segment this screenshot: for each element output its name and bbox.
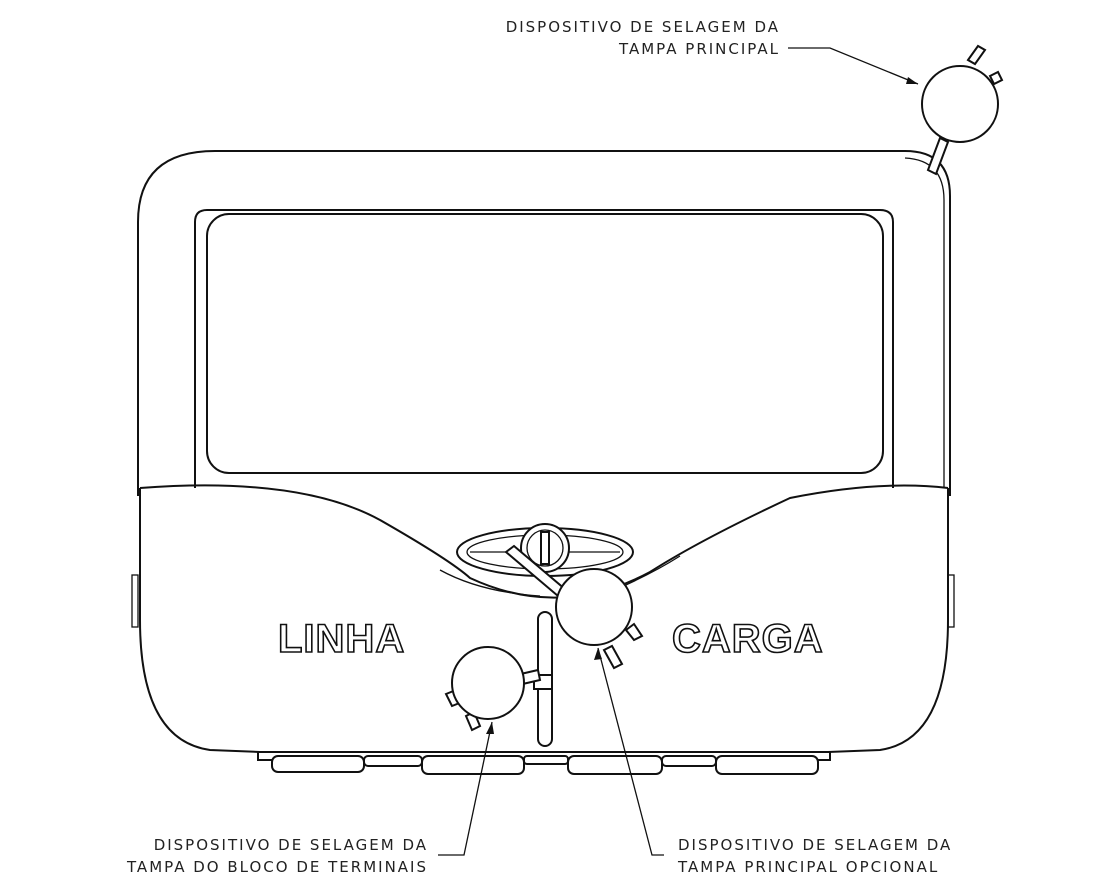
main-cover-seal <box>921 44 1004 176</box>
line-label: LINHA <box>278 617 405 661</box>
bottom-feet <box>257 751 831 775</box>
load-label: CARGA <box>672 617 824 661</box>
callout-optional-main-cover-line2: TAMPA PRINCIPAL OPCIONAL <box>677 858 939 876</box>
callout-optional-main-cover-line1: DISPOSITIVO DE SELAGEM DA <box>678 836 952 854</box>
callout-terminal-block-seal: DISPOSITIVO DE SELAGEM DA TAMPA DO BLOCO… <box>126 836 428 876</box>
callout-main-cover-line2: TAMPA PRINCIPAL <box>618 40 780 58</box>
leader-lines <box>438 47 919 856</box>
center-screw-slot <box>456 523 634 577</box>
callout-optional-main-cover-seal: DISPOSITIVO DE SELAGEM DA TAMPA PRINCIPA… <box>677 836 952 876</box>
callout-terminal-block-line1: DISPOSITIVO DE SELAGEM DA <box>154 836 428 854</box>
optional-main-cover-seal <box>504 544 644 670</box>
callout-main-cover-seal: DISPOSITIVO DE SELAGEM DA TAMPA PRINCIPA… <box>506 18 780 58</box>
callout-terminal-block-line2: TAMPA DO BLOCO DE TERMINAIS <box>126 858 428 876</box>
terminal-block-cover-seal <box>444 646 542 732</box>
display-window <box>194 209 894 495</box>
callout-main-cover-line1: DISPOSITIVO DE SELAGEM DA <box>506 18 780 36</box>
